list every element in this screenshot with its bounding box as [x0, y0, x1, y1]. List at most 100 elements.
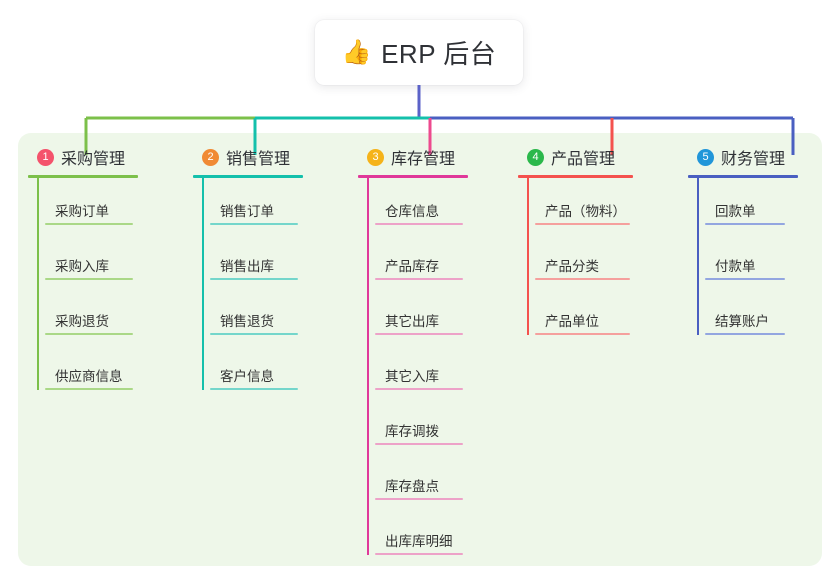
menu-item[interactable]: 采购入库: [37, 233, 138, 288]
column-title: 销售管理: [226, 151, 291, 168]
column-销售管理: 2 销售管理销售订单销售出库销售退货客户信息: [193, 145, 303, 398]
column-header[interactable]: 1 采购管理: [37, 145, 138, 169]
menu-item-label: 仓库信息: [385, 204, 439, 219]
thumbs-up-icon: 👍: [341, 38, 373, 66]
column-采购管理: 1 采购管理采购订单采购入库采购退货供应商信息: [28, 145, 138, 398]
menu-item-rule: [45, 223, 133, 225]
column-header[interactable]: 2 销售管理: [202, 145, 303, 169]
column-title: 采购管理: [61, 151, 126, 168]
column-header[interactable]: 4 产品管理: [527, 145, 633, 169]
menu-item-rule: [375, 553, 463, 555]
column-header[interactable]: 3 库存管理: [367, 145, 468, 169]
menu-item-rule: [705, 278, 785, 280]
column-header-rule: [28, 175, 138, 178]
menu-item-label: 采购订单: [55, 204, 109, 219]
column-header-rule: [688, 175, 798, 178]
column-header-rule: [193, 175, 303, 178]
menu-item-label: 销售退货: [220, 314, 274, 329]
column-badge: 5: [697, 148, 714, 166]
menu-item-rule: [535, 223, 630, 225]
menu-item-label: 回款单: [715, 204, 756, 219]
column-header-rule: [518, 175, 633, 178]
menu-item-label: 结算账户: [715, 314, 769, 329]
column-title: 产品管理: [551, 151, 616, 168]
menu-item[interactable]: 其它入库: [367, 343, 468, 398]
column-badge: 3: [367, 148, 384, 166]
menu-item-rule: [210, 333, 298, 335]
column-item-list: 回款单付款单结算账户: [697, 178, 798, 343]
column-财务管理: 5 财务管理回款单付款单结算账户: [688, 145, 798, 343]
menu-item-rule: [210, 223, 298, 225]
menu-item-rule: [705, 333, 785, 335]
menu-item-label: 产品（物料）: [545, 204, 626, 219]
menu-item-label: 付款单: [715, 259, 756, 274]
menu-item-label: 客户信息: [220, 369, 274, 384]
column-badge: 4: [527, 148, 544, 166]
menu-item-label: 产品分类: [545, 259, 599, 274]
column-spine: [697, 178, 699, 335]
menu-item-rule: [375, 223, 463, 225]
menu-item[interactable]: 销售订单: [202, 178, 303, 233]
menu-item-label: 采购退货: [55, 314, 109, 329]
menu-item[interactable]: 库存盘点: [367, 453, 468, 508]
menu-item[interactable]: 销售出库: [202, 233, 303, 288]
menu-item-rule: [45, 333, 133, 335]
menu-item-label: 其它入库: [385, 369, 439, 384]
root-node-label: ERP 后台: [381, 39, 497, 69]
menu-item[interactable]: 产品分类: [527, 233, 633, 288]
menu-item-label: 产品库存: [385, 259, 439, 274]
menu-item-rule: [535, 333, 630, 335]
column-item-list: 产品（物料） 产品分类产品单位: [527, 178, 633, 343]
menu-item[interactable]: 客户信息: [202, 343, 303, 398]
menu-item[interactable]: 产品单位: [527, 288, 633, 343]
menu-item-rule: [45, 388, 133, 390]
menu-item-label: 销售订单: [220, 204, 274, 219]
menu-item-rule: [375, 278, 463, 280]
menu-item-rule: [375, 443, 463, 445]
menu-item[interactable]: 出库库明细: [367, 508, 468, 563]
menu-item-rule: [210, 278, 298, 280]
column-库存管理: 3 库存管理仓库信息产品库存其它出库其它入库库存调拨库存盘点出库库明细: [358, 145, 468, 563]
menu-item[interactable]: 采购订单: [37, 178, 138, 233]
column-header-rule: [358, 175, 468, 178]
diagram-panel: [18, 133, 822, 566]
column-title: 库存管理: [391, 151, 456, 168]
menu-item-rule: [45, 278, 133, 280]
menu-item[interactable]: 仓库信息: [367, 178, 468, 233]
menu-item[interactable]: 采购退货: [37, 288, 138, 343]
menu-item-label: 采购入库: [55, 259, 109, 274]
menu-item-label: 销售出库: [220, 259, 274, 274]
menu-item-label: 出库库明细: [385, 534, 453, 549]
menu-item-rule: [535, 278, 630, 280]
column-header[interactable]: 5 财务管理: [697, 145, 798, 169]
menu-item-rule: [705, 223, 785, 225]
menu-item-label: 供应商信息: [55, 369, 123, 384]
column-spine: [202, 178, 204, 390]
menu-item[interactable]: 销售退货: [202, 288, 303, 343]
root-node-card[interactable]: 👍 ERP 后台: [315, 20, 523, 85]
menu-item[interactable]: 其它出库: [367, 288, 468, 343]
menu-item-label: 库存盘点: [385, 479, 439, 494]
menu-item[interactable]: 结算账户: [697, 288, 798, 343]
menu-item-rule: [375, 333, 463, 335]
menu-item-label: 其它出库: [385, 314, 439, 329]
column-item-list: 采购订单采购入库采购退货供应商信息: [37, 178, 138, 398]
menu-item-rule: [375, 498, 463, 500]
menu-item[interactable]: 付款单: [697, 233, 798, 288]
menu-item[interactable]: 产品库存: [367, 233, 468, 288]
column-spine: [527, 178, 529, 335]
column-spine: [37, 178, 39, 390]
menu-item-rule: [210, 388, 298, 390]
menu-item[interactable]: 供应商信息: [37, 343, 138, 398]
menu-item[interactable]: 库存调拨: [367, 398, 468, 453]
menu-item-rule: [375, 388, 463, 390]
column-title: 财务管理: [721, 151, 786, 168]
column-badge: 1: [37, 148, 54, 166]
menu-item-label: 库存调拨: [385, 424, 439, 439]
column-badge: 2: [202, 148, 219, 166]
menu-item[interactable]: 产品（物料）: [527, 178, 633, 233]
page-title: 👍 ERP 后台: [342, 34, 497, 71]
column-item-list: 销售订单销售出库销售退货客户信息: [202, 178, 303, 398]
menu-item[interactable]: 回款单: [697, 178, 798, 233]
